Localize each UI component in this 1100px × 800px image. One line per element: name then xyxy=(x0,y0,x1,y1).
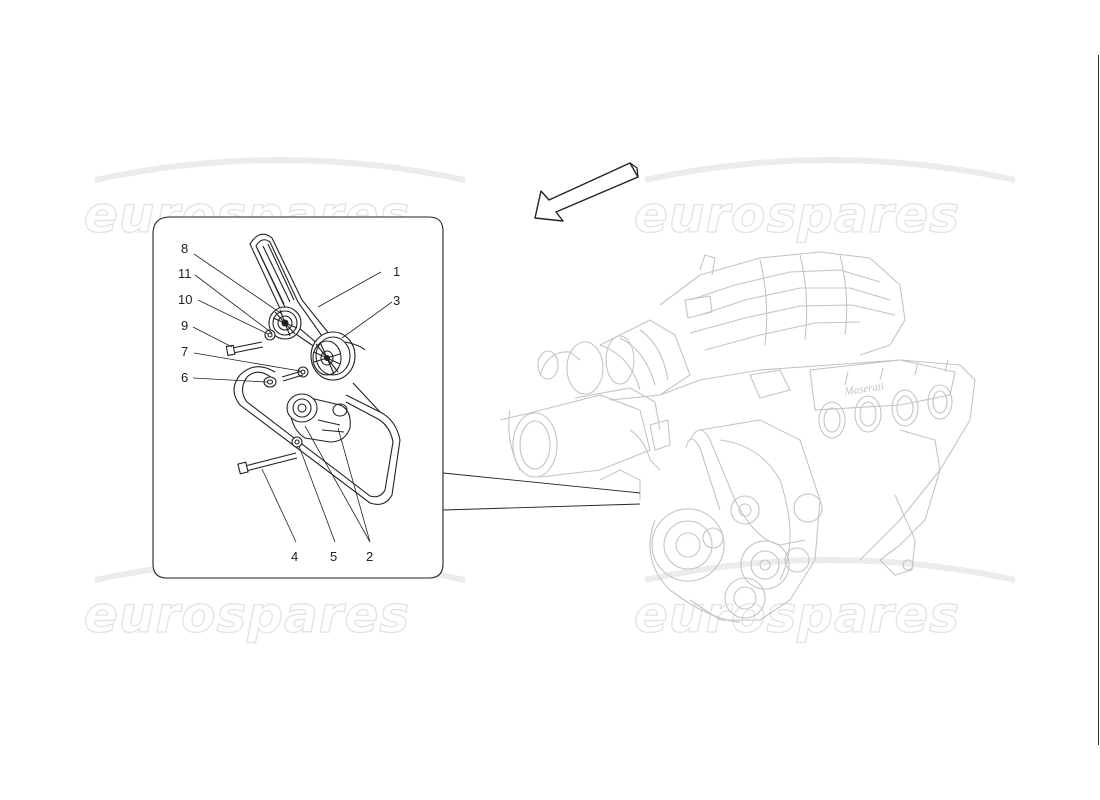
watermark-bottom-right: eurospares xyxy=(633,586,961,644)
callout-10: 10 xyxy=(178,292,192,307)
callout-9: 9 xyxy=(181,318,188,333)
engine-badge-label: Maserati xyxy=(843,381,885,399)
engine-illustration: Maserati xyxy=(499,251,976,623)
watermark-swoosh-top-right xyxy=(644,157,1016,183)
callout-6: 6 xyxy=(181,370,188,385)
detail-leader-lines xyxy=(442,472,641,511)
callout-2: 2 xyxy=(366,549,373,564)
belt-drive-assembly xyxy=(225,233,401,505)
watermark-bottom-left: eurospares xyxy=(83,586,411,644)
callout-8: 8 xyxy=(181,241,188,256)
direction-arrow-icon xyxy=(534,162,639,222)
callout-5: 5 xyxy=(330,549,337,564)
callout-1: 1 xyxy=(393,264,400,279)
callout-labels: 1 2 3 4 5 6 7 8 9 10 11 xyxy=(178,241,400,564)
callout-7: 7 xyxy=(181,344,188,359)
page-border-line xyxy=(1098,55,1099,745)
watermark-swoosh-top-left xyxy=(94,157,466,183)
watermark-top-right: eurospares xyxy=(633,186,961,244)
callout-leaders xyxy=(192,253,393,543)
callout-11: 11 xyxy=(178,266,192,281)
watermark-swoosh-bottom-right xyxy=(644,557,1016,583)
callout-3: 3 xyxy=(393,293,400,308)
callout-4: 4 xyxy=(291,549,298,564)
